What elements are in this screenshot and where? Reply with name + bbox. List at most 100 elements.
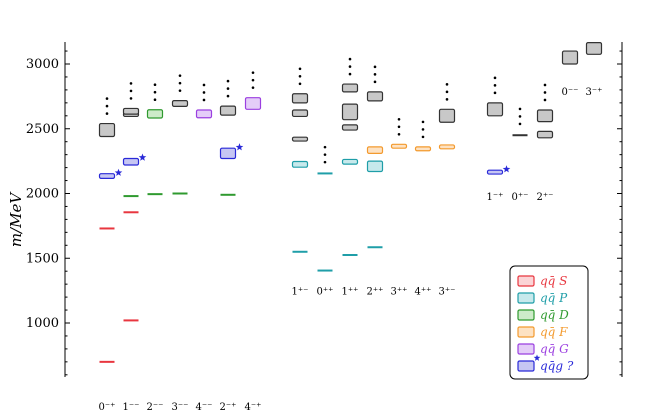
mass-box: [291, 109, 309, 118]
jpc-label: 0⁺⁺: [317, 287, 334, 298]
mass-box: [438, 108, 456, 123]
mass-box: [171, 100, 189, 107]
continuation-dot: [178, 89, 182, 92]
jpc-label: 3⁺⁺: [391, 287, 408, 298]
continuation-dot: [153, 90, 157, 94]
y-axis: 1000 1500 2000 2500 3000: [26, 50, 622, 376]
continuation-dot: [226, 87, 230, 90]
continuation-dot: [518, 107, 522, 111]
mass-box: [486, 102, 504, 117]
mass-box: [219, 105, 237, 116]
hybrid-star-marker: [114, 168, 123, 176]
continuation-dot: [421, 128, 425, 131]
jpc-label: 3⁺⁻: [439, 287, 456, 298]
continuation-dot: [543, 98, 547, 102]
mass-box: [366, 91, 384, 102]
legend-label: qq̄ D: [540, 308, 569, 322]
legend-swatch: [517, 360, 535, 372]
mass-box: [366, 160, 384, 173]
continuation-dot: [202, 98, 206, 102]
mass-box: [341, 124, 359, 131]
continuation-dot: [323, 145, 327, 149]
jpc-label: 1⁺⁺: [342, 287, 359, 298]
jpc-label: 2⁺⁻: [537, 192, 554, 203]
continuation-dot: [178, 74, 182, 77]
legend-swatch: [517, 275, 535, 287]
jpc-label: 0⁻⁺: [99, 402, 116, 413]
mass-box: [341, 103, 359, 121]
hybrid-star-marker: [235, 143, 244, 151]
legend-swatch: [517, 343, 535, 355]
continuation-dot: [348, 72, 352, 76]
continuation-dot: [202, 83, 206, 87]
jpc-label: 0⁺⁻: [512, 192, 529, 203]
continuation-dot: [129, 97, 133, 100]
hybrid-star-marker: [502, 165, 511, 173]
continuation-dot: [105, 104, 109, 108]
legend-swatch: [517, 326, 535, 338]
y-axis-label: m/MeV: [7, 191, 25, 248]
mass-box: [341, 83, 359, 93]
continuation-dot: [397, 132, 401, 136]
jpc-label: 4⁺⁺: [415, 287, 432, 298]
y-tick-label: 2500: [26, 122, 59, 137]
jpc-label: 4⁻⁻: [196, 402, 213, 413]
legend-label: qq̄ S: [540, 274, 567, 288]
mass-box: [291, 160, 309, 168]
jpc-label: 3⁻⁺: [586, 87, 603, 98]
continuation-dot: [129, 82, 133, 85]
legend-label: qq̄ F: [540, 325, 568, 339]
continuation-dot: [153, 83, 157, 87]
mass-box: [122, 107, 140, 115]
jpc-label: 2⁺⁺: [367, 287, 384, 298]
mass-box: [146, 109, 164, 119]
hybrid-star-marker: [138, 153, 147, 161]
continuation-dot: [153, 98, 157, 102]
continuation-dot: [129, 89, 133, 93]
continuation-dot: [348, 57, 352, 61]
mass-box: [122, 157, 140, 166]
y-tick-label: 1500: [26, 251, 59, 266]
continuation-dots: [105, 57, 547, 164]
continuation-dot: [226, 94, 230, 98]
continuation-dot: [493, 91, 497, 95]
legend-label: qq̄ G: [540, 342, 569, 356]
legend-swatch: [517, 309, 535, 321]
mass-box: [390, 143, 408, 149]
y-tick-label: 3000: [26, 57, 59, 72]
jpc-label: 2⁻⁺: [220, 402, 237, 413]
jpc-labels: 0⁻⁺1⁻⁻2⁻⁻3⁻⁻4⁻⁻2⁻⁺4⁻⁺1⁺⁻0⁺⁺1⁺⁺2⁺⁺3⁺⁺4⁺⁺3…: [99, 87, 603, 413]
continuation-dot: [105, 112, 109, 115]
continuation-dot: [251, 86, 255, 89]
continuation-dot: [251, 78, 255, 82]
chart-frame: [64, 42, 623, 377]
continuation-dot: [397, 117, 401, 121]
continuation-dot: [397, 125, 401, 129]
jpc-label: 4⁻⁺: [245, 402, 262, 413]
continuation-dot: [323, 160, 327, 164]
mass-box: [486, 169, 504, 175]
mass-box: [98, 122, 116, 138]
mass-box: [414, 146, 432, 152]
mass-box: [536, 109, 554, 123]
y-tick-label: 1000: [26, 316, 59, 331]
continuation-dot: [251, 71, 255, 74]
jpc-label: 2⁻⁻: [147, 402, 164, 413]
continuation-dot: [202, 91, 206, 94]
continuation-dot: [298, 67, 302, 71]
continuation-dot: [298, 74, 302, 78]
mass-box: [291, 93, 309, 104]
continuation-dot: [493, 76, 497, 80]
mass-box: [561, 50, 579, 65]
continuation-dot: [421, 135, 425, 139]
jpc-label: 0⁻⁻: [562, 87, 579, 98]
legend-label: qq̄g ?: [540, 359, 574, 373]
legend-star-marker: [533, 354, 541, 361]
y-tick-label: 2000: [26, 187, 59, 202]
continuation-dot: [543, 91, 547, 94]
continuation-dot: [323, 153, 327, 156]
continuation-dot: [226, 79, 230, 83]
mass-box: [585, 42, 603, 55]
continuation-dot: [543, 83, 547, 87]
mass-box: [438, 144, 456, 150]
